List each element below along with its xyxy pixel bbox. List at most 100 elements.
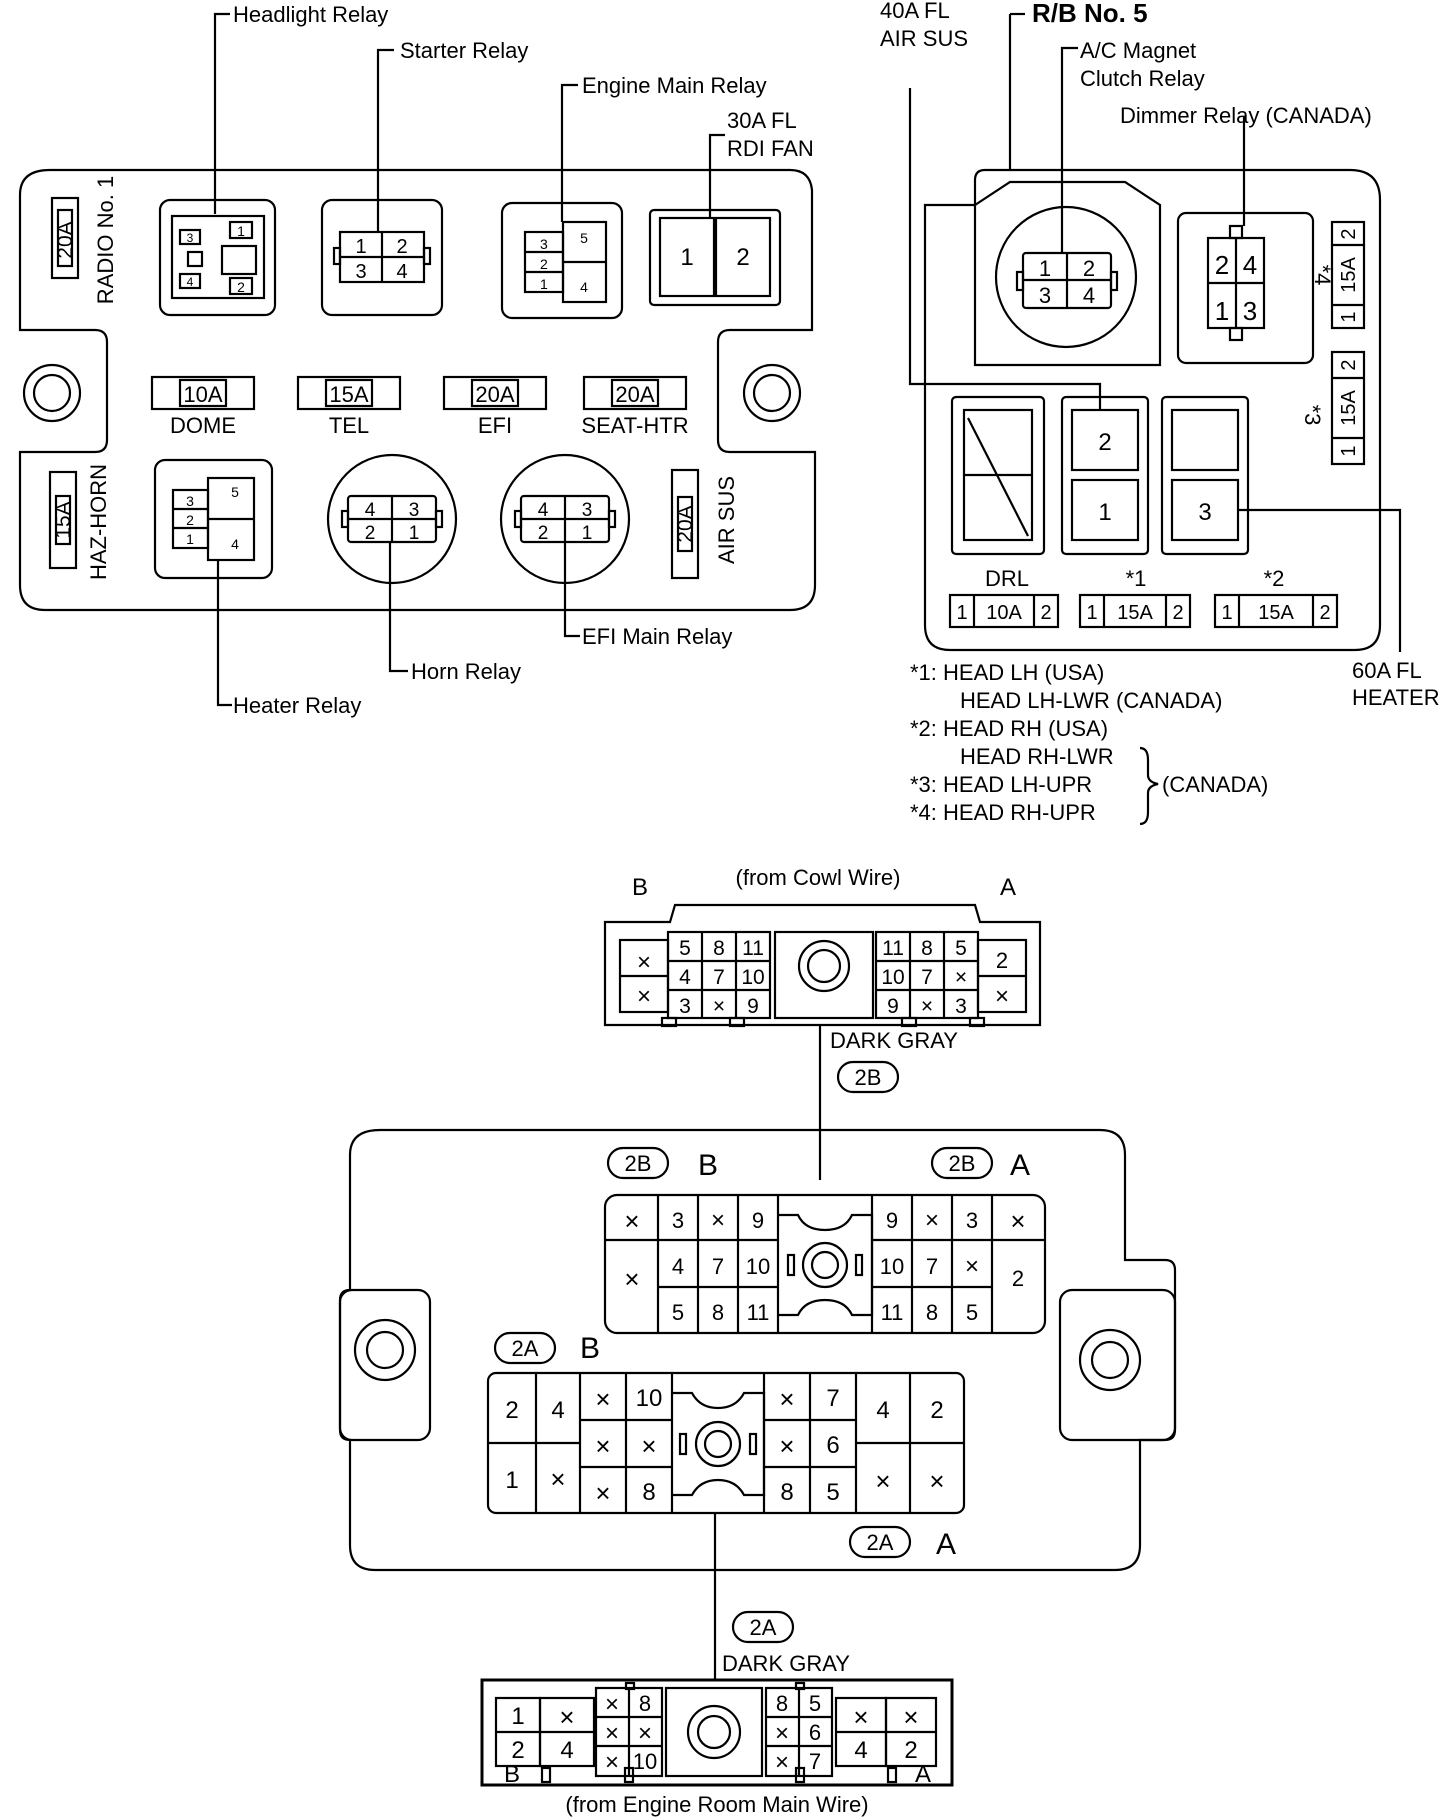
svg-text:8: 8 [713,937,725,960]
svg-text:×: × [595,1384,610,1414]
fusible-link-30a: 1 2 [648,208,782,307]
socket-2a-letter-b: B [580,1332,600,1365]
fuse-radio: 20A RADIO No. 1 [50,176,118,304]
tag-2a-left-text: 2A [512,1336,539,1361]
fuse-dome-label: DOME [170,413,236,438]
svg-text:2: 2 [505,1397,518,1424]
svg-text:×: × [965,1253,979,1280]
engine-letter-b: B [504,1761,520,1788]
svg-text:11: 11 [882,937,904,960]
fuse-drl-label: DRL [985,566,1029,591]
svg-text:×: × [638,1720,652,1747]
svg-text:10: 10 [880,1254,904,1279]
cowl-letter-b: B [632,874,648,901]
fuse-radio-amp: 20A [54,221,77,258]
fuse-efi: 20A EFI [442,375,548,438]
cowl-label: (from Cowl Wire) [736,865,901,890]
svg-text:3: 3 [409,500,420,521]
rb5-title: R/B No. 5 [1032,0,1148,28]
fuse-s2: *2 1 15A 2 [1213,566,1339,629]
fuse-s4: 2 15A 1 *4 [1310,220,1366,330]
svg-text:4: 4 [854,1737,867,1764]
engine-room-connector: 1 2 × 4 × 8 × × × 10 8 5 × 6 × 7 × 4 [480,1678,954,1788]
svg-text:4: 4 [231,536,239,552]
relay-block-5: R/B No. 5 1 2 3 4 A/C Magnet Clutch Rela… [880,0,1440,710]
svg-text:×: × [875,1466,890,1496]
relay-block-1: 20A RADIO No. 1 1 3 4 2 Headlight Relay [18,2,817,718]
svg-text:3: 3 [966,1208,978,1233]
fuse-air-sus: 20A AIR SUS [670,468,739,580]
cowl-letter-a: A [1000,874,1016,901]
cowl-color: DARK GRAY [830,1028,958,1053]
svg-text:8: 8 [712,1300,724,1325]
svg-text:×: × [641,1431,656,1461]
svg-text:3: 3 [1243,296,1257,326]
svg-text:1: 1 [186,531,194,547]
tag-2b-left-text: 2B [625,1151,652,1176]
tag-2b-right: 2B [930,1146,994,1180]
svg-text:1: 1 [956,602,967,624]
engine-label: (from Engine Room Main Wire) [565,1792,868,1817]
svg-text:5: 5 [580,230,588,246]
tag-2a-right-text: 2A [867,1530,894,1555]
fuse-haz-horn: 15A HAZ-HORN [48,464,111,580]
tag-2a-bottom: 2A [731,1610,795,1644]
svg-text:10: 10 [746,1254,770,1279]
fuse-haz-amp: 15A [52,501,75,538]
note-4: *4: HEAD RH-UPR [910,800,1096,825]
svg-text:6: 6 [826,1432,839,1459]
svg-text:7: 7 [826,1385,839,1412]
note-1b: HEAD LH-LWR (CANADA) [960,688,1222,713]
socket-2b-letter-a: A [1010,1149,1030,1182]
jb-mounting-hole-right [1058,1288,1177,1442]
ac-magnet-clutch-relay: 1 2 3 4 [973,180,1162,367]
svg-text:9: 9 [886,1208,898,1233]
fuse-efi-label: EFI [478,413,512,438]
svg-text:2: 2 [1338,228,1360,239]
horn-relay: 4 3 2 1 [326,453,458,585]
svg-text:3: 3 [187,231,194,245]
note-1a: *1: HEAD LH (USA) [910,660,1104,685]
svg-text:7: 7 [926,1254,938,1279]
svg-text:×: × [853,1702,868,1732]
svg-text:×: × [903,1702,918,1732]
svg-text:8: 8 [639,1691,651,1716]
svg-text:11: 11 [881,1300,904,1325]
svg-text:×: × [779,1384,794,1414]
ac-relay-line2: Clutch Relay [1080,66,1205,91]
fuse-airsus-amp: 20A [674,505,697,542]
engine-main-relay-label: Engine Main Relay [582,73,767,98]
fl-30a-line1: 30A FL [727,108,797,133]
horn-relay-label: Horn Relay [411,659,521,684]
svg-text:1: 1 [511,1703,524,1730]
svg-text:×: × [713,995,725,1018]
svg-text:3: 3 [582,500,593,521]
svg-text:2: 2 [736,244,749,271]
svg-text:9: 9 [747,995,759,1018]
svg-text:9: 9 [752,1208,764,1233]
svg-text:2: 2 [540,256,548,272]
dimmer-relay: 2 4 1 3 [1176,211,1315,365]
svg-text:1: 1 [1039,256,1051,281]
fuse-s3-label: *3 [1300,405,1325,426]
fl-40a-line1: 40A FL [880,0,950,23]
note-2a: *2: HEAD RH (USA) [910,716,1108,741]
svg-text:×: × [925,1207,939,1234]
headlight-relay: 1 3 4 2 [158,198,277,317]
svg-text:2: 2 [1098,429,1111,456]
fuse-dome: 10A DOME [150,375,256,438]
svg-text:2: 2 [1012,1266,1024,1291]
svg-text:9: 9 [887,995,899,1018]
svg-text:6: 6 [809,1720,821,1745]
svg-text:3: 3 [679,995,691,1018]
socket-2a: 2 4 1 × × 10 × × × 8 [486,1371,966,1515]
tag-2a-bottom-text: 2A [750,1615,777,1640]
svg-text:2: 2 [1172,602,1183,624]
svg-text:8: 8 [926,1300,938,1325]
dimmer-relay-label: Dimmer Relay (CANADA) [1120,103,1372,128]
svg-text:2: 2 [538,523,549,544]
fuse-s3-amp: 15A [1338,390,1360,426]
svg-text:2: 2 [1319,602,1330,624]
efi-main-relay-label: EFI Main Relay [582,624,732,649]
svg-text:×: × [921,995,933,1018]
